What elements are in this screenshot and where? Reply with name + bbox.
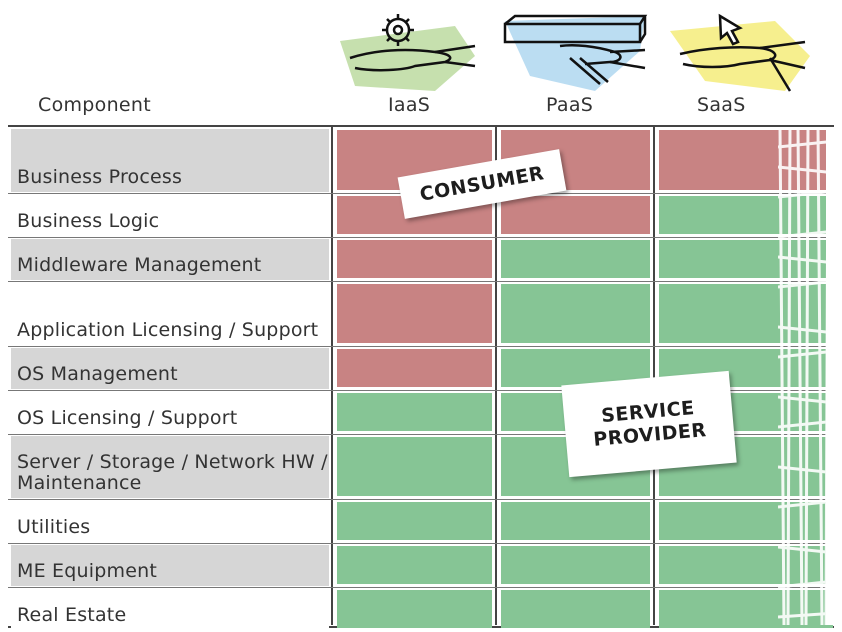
row-label: OS Licensing / Support: [11, 392, 329, 433]
row-divider: [8, 281, 834, 282]
saas-cell-provider: [659, 546, 833, 584]
column-divider: [653, 127, 655, 625]
row-label: Business Process: [11, 129, 329, 192]
iaas-cell-consumer: [337, 284, 492, 343]
row-label: OS Management: [11, 348, 329, 389]
iaas-gear-hand-icon: [340, 14, 476, 91]
paas-cell-provider: [501, 546, 650, 584]
row-label: Real Estate: [11, 589, 329, 630]
paas-header: PaaS: [546, 94, 594, 116]
row-divider: [8, 587, 834, 588]
paas-cell-provider: [501, 502, 650, 540]
row-divider: [8, 390, 834, 391]
column-divider: [495, 127, 497, 625]
iaas-cell-provider: [337, 502, 492, 540]
iaas-cell-provider: [337, 546, 492, 584]
iaas-cell-provider: [337, 590, 492, 628]
column-divider: [331, 127, 333, 625]
torn-edge-scribble: [778, 127, 836, 625]
row-divider: [8, 543, 834, 544]
iaas-header: IaaS: [388, 94, 431, 116]
row-label: Utilities: [11, 501, 329, 542]
saas-cell-provider: [659, 284, 833, 343]
paas-platform-hand-icon: [503, 14, 648, 91]
row-label: Middleware Management: [11, 239, 329, 280]
row-divider: [8, 434, 834, 435]
row-divider: [8, 499, 834, 500]
iaas-cell-provider: [337, 437, 492, 496]
row-label: Server / Storage / Network HW / Maintena…: [11, 436, 329, 498]
saas-cell-provider: [659, 502, 833, 540]
paas-cell-provider: [501, 590, 650, 628]
row-label: ME Equipment: [11, 545, 329, 586]
paas-cell-provider: [501, 240, 650, 278]
saas-cell-provider: [659, 590, 833, 628]
saas-cursor-hand-icon: [670, 13, 810, 92]
row-label: Application Licensing / Support: [11, 283, 329, 345]
table-top-rule: [8, 125, 834, 127]
row-divider: [8, 237, 834, 238]
saas-cell-consumer: [659, 130, 833, 190]
iaas-cell-provider: [337, 393, 492, 431]
row-label: Business Logic: [11, 195, 329, 236]
paas-cell-provider: [501, 284, 650, 343]
saas-cell-provider: [659, 196, 833, 234]
saas-header: SaaS: [697, 94, 746, 116]
component-header: Component: [38, 94, 152, 116]
service-provider-note: SERVICE PROVIDER: [561, 370, 737, 478]
iaas-cell-consumer: [337, 349, 492, 387]
iaas-cell-consumer: [337, 240, 492, 278]
row-divider: [8, 346, 834, 347]
paas-cell-consumer: [501, 196, 650, 234]
